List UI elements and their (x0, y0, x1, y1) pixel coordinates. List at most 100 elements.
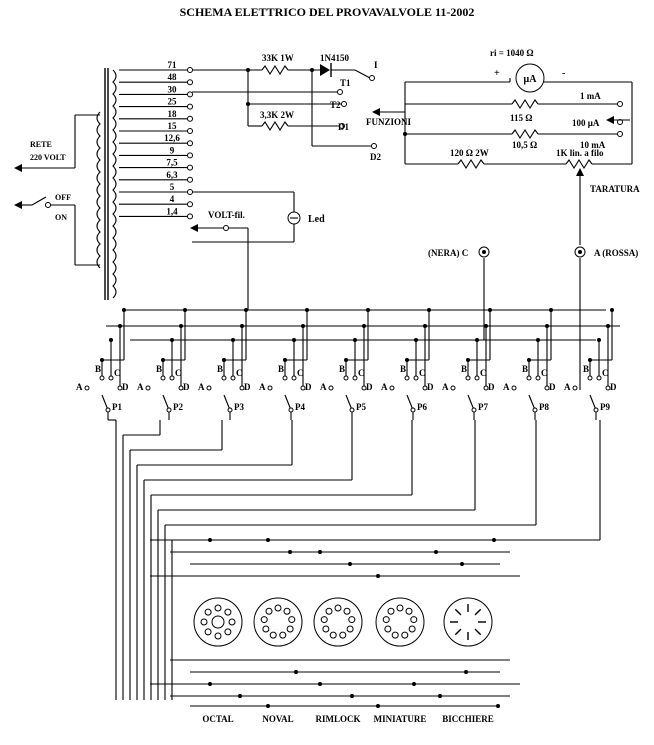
tap-terminal[interactable] (187, 189, 193, 195)
selector-arm[interactable] (589, 394, 597, 411)
socket-miniature[interactable]: MINIATURE (374, 597, 427, 724)
switch-label-on: ON (55, 213, 67, 222)
tap-terminal[interactable] (187, 140, 193, 147)
socket-octal[interactable]: OCTAL (193, 597, 243, 724)
tap-terminal[interactable] (187, 79, 193, 86)
tap-label: 30 (168, 84, 178, 94)
calibration-pot[interactable] (565, 158, 593, 170)
tap-terminal[interactable] (187, 152, 193, 159)
contact-label-c: C (114, 368, 121, 378)
label-funzioni: FUNZIONI (366, 117, 412, 127)
label-taratura: TARATURA (590, 184, 640, 194)
label-I: I (374, 60, 378, 70)
selector-arm[interactable] (223, 394, 231, 411)
page-title: SCHEMA ELETTRICO DEL PROVAVALVOLE 11-200… (180, 5, 475, 19)
label-T2: T2 (330, 100, 341, 110)
contact-label-a: A (320, 382, 327, 392)
selector-label: P5 (356, 402, 366, 412)
tap-terminal[interactable] (187, 91, 193, 98)
selector-arm[interactable] (467, 394, 475, 411)
contact-label-d: D (122, 382, 129, 392)
meter-symbol: μA (524, 74, 538, 85)
tap-10: 6,3 (119, 170, 193, 183)
tap-terminal[interactable] (187, 67, 193, 73)
shunt-10-5-ohm (511, 128, 539, 140)
tap-label: 18 (168, 109, 178, 119)
terminal-rossa-label: A (ROSSA) (594, 248, 638, 258)
socket-rimlock[interactable]: RIMLOCK (313, 597, 363, 724)
contact-label-c: C (480, 368, 487, 378)
tap-7: 12,6 (119, 133, 193, 147)
tap-label: 5 (170, 182, 175, 192)
range-10ma: 10 mA (580, 140, 606, 150)
contact-label-d: D (305, 382, 312, 392)
diode-label: 1N4150 (320, 53, 349, 63)
led-label: Led (308, 214, 325, 225)
contact-label-c: C (541, 368, 548, 378)
contact-label-c: C (602, 368, 609, 378)
tap-1: 71 (119, 60, 193, 73)
contact-label-c: C (236, 368, 243, 378)
diode-1n4150 (320, 64, 330, 76)
tap-label: 6,3 (166, 170, 178, 180)
tap-5: 18 (119, 109, 193, 122)
socket-label: NOVAL (262, 714, 293, 724)
selector-label: P4 (295, 402, 305, 412)
tap-label: 48 (168, 72, 178, 82)
selector-label: P2 (173, 402, 183, 412)
range-100ua: 100 μA (572, 118, 600, 128)
contact-label-b: B (522, 364, 528, 374)
contact-label-b: B (217, 364, 223, 374)
label-D2: D2 (370, 152, 381, 162)
socket-bicchiere[interactable]: BICCHIERE (442, 597, 494, 724)
selector-arm[interactable] (284, 394, 292, 411)
contact-label-d: D (549, 382, 556, 392)
selector-label: P7 (478, 402, 488, 412)
tap-terminal[interactable] (187, 201, 193, 208)
test-terminals: (NERA) C A (ROSSA) (428, 246, 638, 390)
tap-8: 9 (119, 145, 193, 159)
selector-label: P6 (417, 402, 427, 412)
resistor-120-ohm (457, 158, 485, 170)
shunt-115-ohm (511, 98, 539, 110)
function-circuit: 33K 1W 1N4150 I T1 T2 3,3K 2W D1 D2 FUNZ… (192, 53, 412, 164)
selector-arm[interactable] (162, 394, 170, 411)
meter-minus: - (562, 68, 565, 79)
mains-input: RETE 220 VOLT OFF ON (14, 114, 100, 266)
tap-terminal[interactable] (187, 128, 193, 134)
switch-label-off: OFF (55, 193, 71, 202)
contact-label-b: B (95, 364, 101, 374)
tap-label: 1,4 (166, 206, 178, 216)
tap-terminal[interactable] (187, 115, 193, 122)
contact-label-d: D (366, 382, 373, 392)
shunt-115-label: 115 Ω (510, 113, 532, 123)
selector-label: P1 (112, 402, 122, 412)
socket-noval[interactable]: NOVAL (253, 597, 303, 724)
contact-label-d: D (488, 382, 495, 392)
selector-label: P9 (600, 402, 610, 412)
selector-arm[interactable] (528, 394, 536, 411)
resistor-3-3k-2w (261, 120, 289, 132)
tap-terminal[interactable] (187, 176, 193, 183)
tap-terminal[interactable] (187, 103, 193, 110)
tap-11: 5 (119, 182, 193, 195)
tap-terminal[interactable] (187, 213, 193, 220)
label-D1: D1 (338, 122, 349, 132)
selector-arm[interactable] (345, 394, 353, 411)
resistor-33k-1w (261, 64, 289, 76)
power-switch[interactable] (31, 196, 47, 206)
tap-terminal[interactable] (187, 164, 193, 171)
tap-13: 1,4 (119, 206, 193, 220)
tap-6: 15 (119, 121, 193, 134)
socket-wiring (108, 419, 601, 708)
microammeter (515, 63, 545, 93)
selector-arm[interactable] (101, 394, 109, 411)
selector-arm[interactable] (406, 394, 414, 411)
contact-label-d: D (610, 382, 617, 392)
contact-label-b: B (278, 364, 284, 374)
